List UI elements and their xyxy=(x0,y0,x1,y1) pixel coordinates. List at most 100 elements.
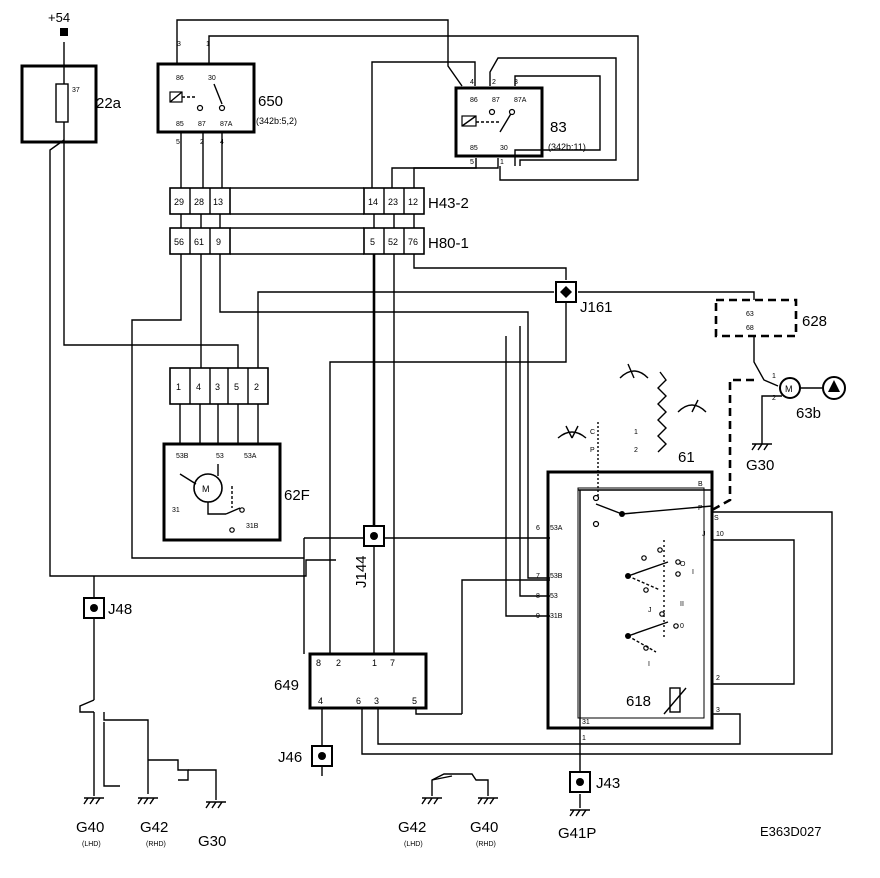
switch-label-b: B xyxy=(698,481,703,488)
ground-g40-rhd-ref: G40 xyxy=(470,819,498,836)
ground-icon xyxy=(569,809,590,817)
ground-g41p-ref: G41P xyxy=(558,825,596,842)
module-649-pin-8: 8 xyxy=(316,658,321,668)
wiper-62f-conn-2: 2 xyxy=(254,382,259,392)
relay-650-pin-30: 30 xyxy=(208,75,216,82)
switch-label-i2: I xyxy=(648,661,650,668)
ground-g40-lhd-ref: G40 xyxy=(76,819,104,836)
fuse-pin: 37 xyxy=(72,87,80,94)
switch-label-8: 8 xyxy=(536,593,540,600)
wiper-62f-conn-5: 5 xyxy=(234,382,239,392)
module-649-pin-5: 5 xyxy=(412,696,417,706)
splice-j161: J161 xyxy=(555,281,613,316)
relay-650-wire-5: 5 xyxy=(176,139,180,146)
switch-label-6: 6 xyxy=(536,525,540,532)
fuse-22a: +54 37 22a xyxy=(20,10,122,144)
ground-icon xyxy=(83,797,104,805)
h80-pin-61: 61 xyxy=(194,237,204,247)
switch-label-1b: 1 xyxy=(582,735,586,742)
h43-pin-14: 14 xyxy=(368,197,378,207)
switch-label-0: 0 xyxy=(680,623,684,630)
relay-83-wire-2: 2 xyxy=(492,79,496,86)
switch-label-i: I xyxy=(692,569,694,576)
relay-650-wire-2: 2 xyxy=(200,139,204,146)
ground-g30-pump: G30 xyxy=(746,443,774,474)
switch-label-9: 9 xyxy=(536,613,540,620)
relay-650-wire-3: 3 xyxy=(177,41,181,48)
ground-g40-rhd-note: (RHD) xyxy=(476,841,496,848)
wiper-symbol-icon xyxy=(557,363,707,453)
switch-61-ref: 61 xyxy=(678,449,695,466)
switch-label-p2: P xyxy=(698,505,703,512)
module-649-pin-6: 6 xyxy=(356,696,361,706)
ground-g42-rhd-ref: G42 xyxy=(140,819,168,836)
module-649-pin-1: 1 xyxy=(372,658,377,668)
ground-g30-pump-ref: G30 xyxy=(746,457,774,474)
ground-symbols: G40 (LHD) G42 (RHD) G30 G42 (LHD) G40 (R… xyxy=(76,797,596,850)
ground-icon xyxy=(477,797,498,805)
relay-83-note: (342b:11) xyxy=(548,142,586,152)
h43-pin-13: 13 xyxy=(213,197,223,207)
ground-icon xyxy=(421,797,442,805)
ground-g30-ref: G30 xyxy=(198,833,226,850)
connector-h43-2: 29 28 13 14 23 12 H43-2 xyxy=(169,187,469,215)
relay-650-pin-87a: 87A xyxy=(220,121,233,128)
wiper-62f-conn-1: 1 xyxy=(176,382,181,392)
washer-pump-628: 63 68 628 xyxy=(714,298,827,338)
motor-63b-pin-2: 2 xyxy=(772,395,776,402)
wiper-62f-symbol: M xyxy=(202,484,210,494)
fuse-ref: 22a xyxy=(96,95,122,112)
relay-650-pin-86: 86 xyxy=(176,75,184,82)
h43-pin-23: 23 xyxy=(388,197,398,207)
h43-ref: H43-2 xyxy=(428,195,469,212)
switch-label-7: 7 xyxy=(536,573,540,580)
wiper-62f-term-31: 31 xyxy=(172,507,180,514)
splice-j144-ref: J144 xyxy=(353,555,370,588)
h80-pin-9: 9 xyxy=(216,237,221,247)
ground-g42-lhd-note: (LHD) xyxy=(404,841,423,848)
switch-label-53a: 53A xyxy=(550,525,563,532)
splice-j144: J144 xyxy=(353,525,385,588)
relay-650-pin-87: 87 xyxy=(198,121,206,128)
ground-icon xyxy=(137,797,158,805)
relay-83-pin-87a: 87A xyxy=(514,97,527,104)
motor-63b: M 1 2 63b xyxy=(772,373,846,422)
relay-83-wire-3: 3 xyxy=(514,79,518,86)
h80-pin-76: 76 xyxy=(408,237,418,247)
switch-label-ii: II xyxy=(680,601,684,608)
h80-pin-5: 5 xyxy=(370,237,375,247)
switch-label-53: 53 xyxy=(550,593,558,600)
relay-83-pin-86: 86 xyxy=(470,97,478,104)
module-649-ref: 649 xyxy=(274,677,299,694)
splice-j46-ref: J46 xyxy=(278,749,302,766)
splice-j48-ref: J48 xyxy=(108,601,132,618)
h80-pin-56: 56 xyxy=(174,237,184,247)
switch-label-2: 2 xyxy=(634,447,638,454)
h43-pin-29: 29 xyxy=(174,197,184,207)
splice-j43: J43 xyxy=(569,771,620,793)
splice-j161-ref: J161 xyxy=(580,299,613,316)
pump-ref: 628 xyxy=(802,313,827,330)
ground-g42-rhd-note: (RHD) xyxy=(146,841,166,848)
h43-pin-28: 28 xyxy=(194,197,204,207)
module-649-pin-4: 4 xyxy=(318,696,323,706)
switch-label-10: 10 xyxy=(716,531,724,538)
h43-pin-12: 12 xyxy=(408,197,418,207)
h80-pin-52: 52 xyxy=(388,237,398,247)
switch-label-r3: 3 xyxy=(716,707,720,714)
switch-label-o: O xyxy=(680,561,686,568)
splice-j48: J48 xyxy=(83,597,132,619)
switch-label-53b: 53B xyxy=(550,573,563,580)
ground-g40-lhd-note: (LHD) xyxy=(82,841,101,848)
relay-650-wire-1: 1 xyxy=(206,41,210,48)
module-649-pin-3: 3 xyxy=(374,696,379,706)
wiper-motor-62f: 1 4 3 5 2 M 53B 53 53A 31 31B 62F xyxy=(162,367,310,542)
switch-label-j2: J xyxy=(648,607,652,614)
relay-83-pin-85: 85 xyxy=(470,145,478,152)
relay-83-pin-30: 30 xyxy=(500,145,508,152)
resistor-618-ref: 618 xyxy=(626,693,651,710)
wiper-switch-61: C P 1 2 B P S 10 J xyxy=(536,363,724,742)
pump-pin-63: 63 xyxy=(746,311,754,318)
relay-650-pin-85: 85 xyxy=(176,121,184,128)
relay-650: 86 30 85 87 87A 3 1 5 2 4 650 (342b:5,2) xyxy=(156,41,297,146)
